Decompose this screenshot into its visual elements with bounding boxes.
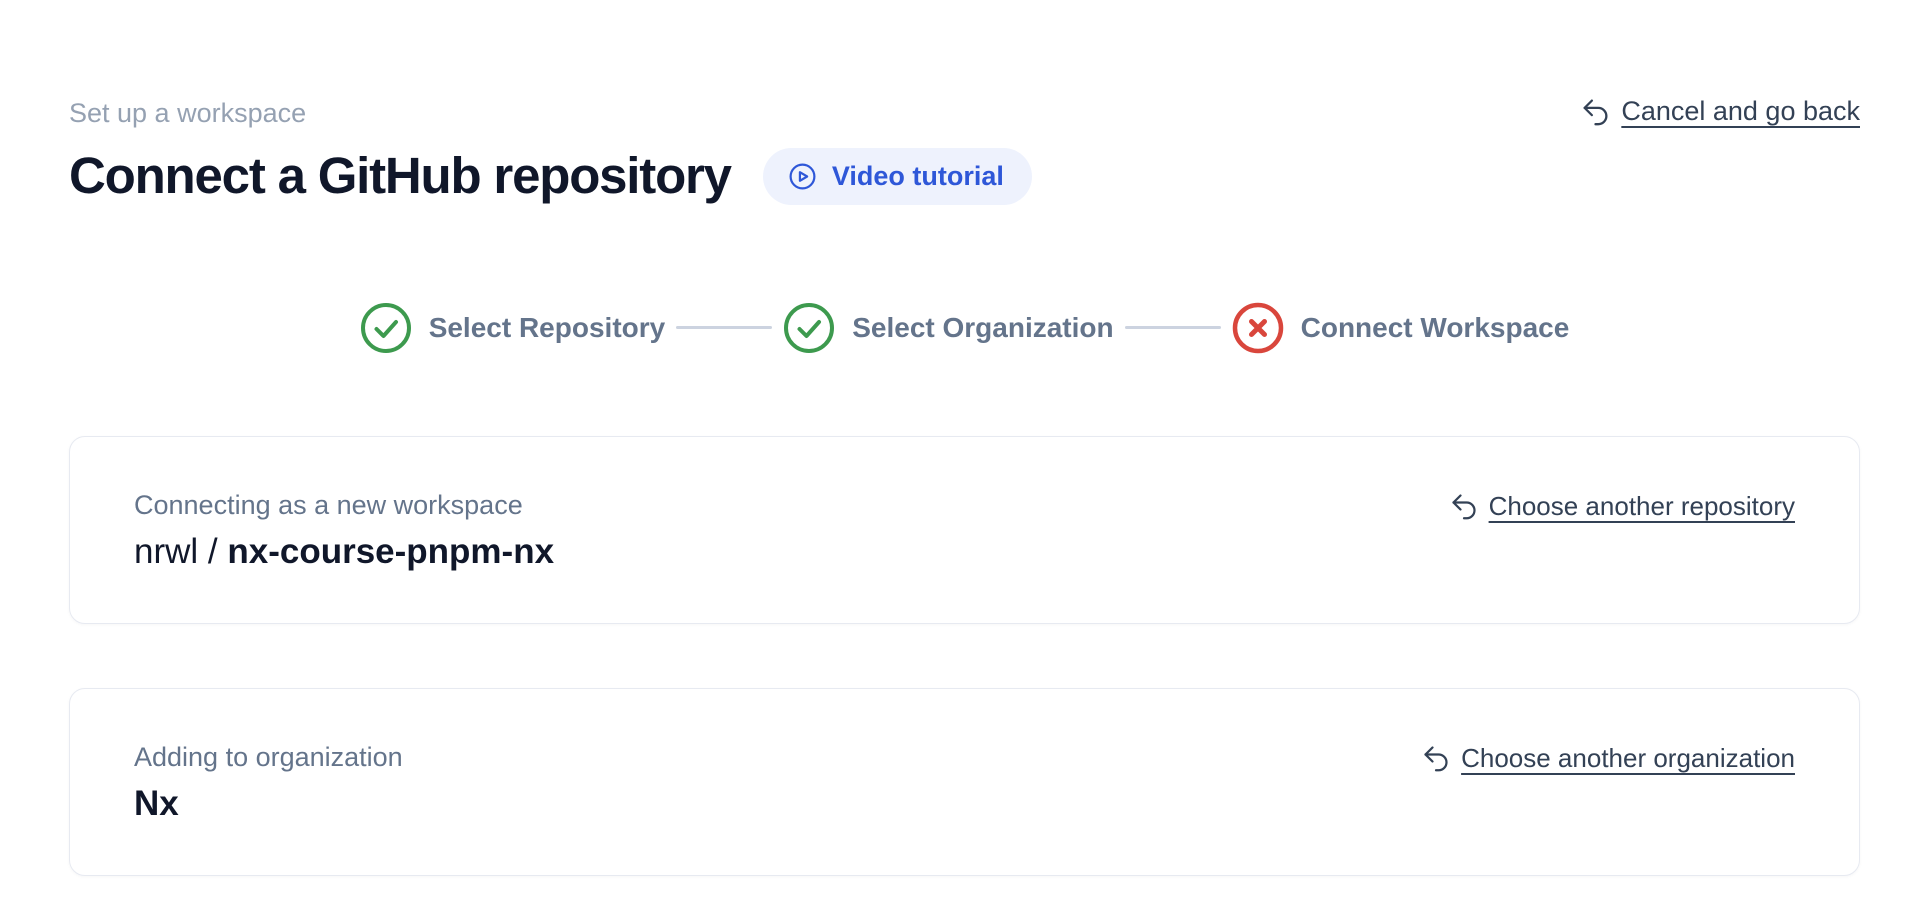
repository-card-label: Connecting as a new workspace (134, 489, 523, 520)
undo-arrow-icon (1581, 97, 1610, 126)
step-label-select-repository: Select Repository (428, 311, 666, 343)
organization-name: Nx (134, 784, 179, 824)
page-title: Connect a GitHub repository (69, 147, 732, 204)
check-circle-icon (783, 302, 835, 354)
selected-organization-card: Adding to organization Nx Choose another… (69, 687, 1860, 876)
choose-another-repository-link[interactable]: Choose another repository (1450, 491, 1795, 522)
step-select-repository: Select Repository (360, 302, 666, 354)
video-tutorial-button[interactable]: Video tutorial (762, 147, 1032, 205)
choose-another-organization-link[interactable]: Choose another organization (1422, 743, 1795, 774)
stepper-connector (676, 326, 773, 330)
cancel-and-go-back-label: Cancel and go back (1621, 96, 1860, 126)
step-connect-workspace: Connect Workspace (1232, 302, 1570, 354)
choose-another-repository-label: Choose another repository (1488, 490, 1795, 521)
organization-info: Adding to organization Nx (134, 741, 403, 825)
choose-another-organization-label: Choose another organization (1461, 742, 1795, 773)
header-left: Set up a workspace Connect a GitHub repo… (69, 100, 1032, 206)
selected-repository-value: nrwl / nx-course-pnpm-nx (134, 532, 554, 572)
repository-name: nx-course-pnpm-nx (227, 532, 555, 572)
x-circle-icon (1232, 302, 1284, 354)
step-label-connect-workspace: Connect Workspace (1300, 311, 1570, 343)
selected-organization-value: Nx (134, 784, 403, 824)
setup-stepper: Select Repository Select Organization Co… (69, 302, 1860, 354)
play-circle-icon (787, 161, 818, 192)
selected-repository-card: Connecting as a new workspace nrwl / nx-… (69, 435, 1860, 624)
setup-workspace-page: Set up a workspace Connect a GitHub repo… (69, 96, 1860, 876)
step-select-organization: Select Organization (783, 302, 1114, 354)
stepper-connector (1124, 326, 1221, 330)
cancel-and-go-back-link[interactable]: Cancel and go back (1581, 96, 1860, 127)
eyebrow-label: Set up a workspace (69, 98, 307, 128)
page-header: Set up a workspace Connect a GitHub repo… (69, 96, 1860, 206)
repository-info: Connecting as a new workspace nrwl / nx-… (134, 489, 554, 573)
check-circle-icon (360, 302, 412, 354)
title-row: Connect a GitHub repository Video tutori… (69, 147, 1032, 206)
undo-arrow-icon (1450, 492, 1478, 520)
video-tutorial-label: Video tutorial (831, 160, 1004, 191)
repository-owner: nrwl / (134, 532, 228, 572)
organization-card-label: Adding to organization (134, 741, 403, 772)
undo-arrow-icon (1422, 744, 1450, 772)
step-label-select-organization: Select Organization (852, 311, 1114, 343)
